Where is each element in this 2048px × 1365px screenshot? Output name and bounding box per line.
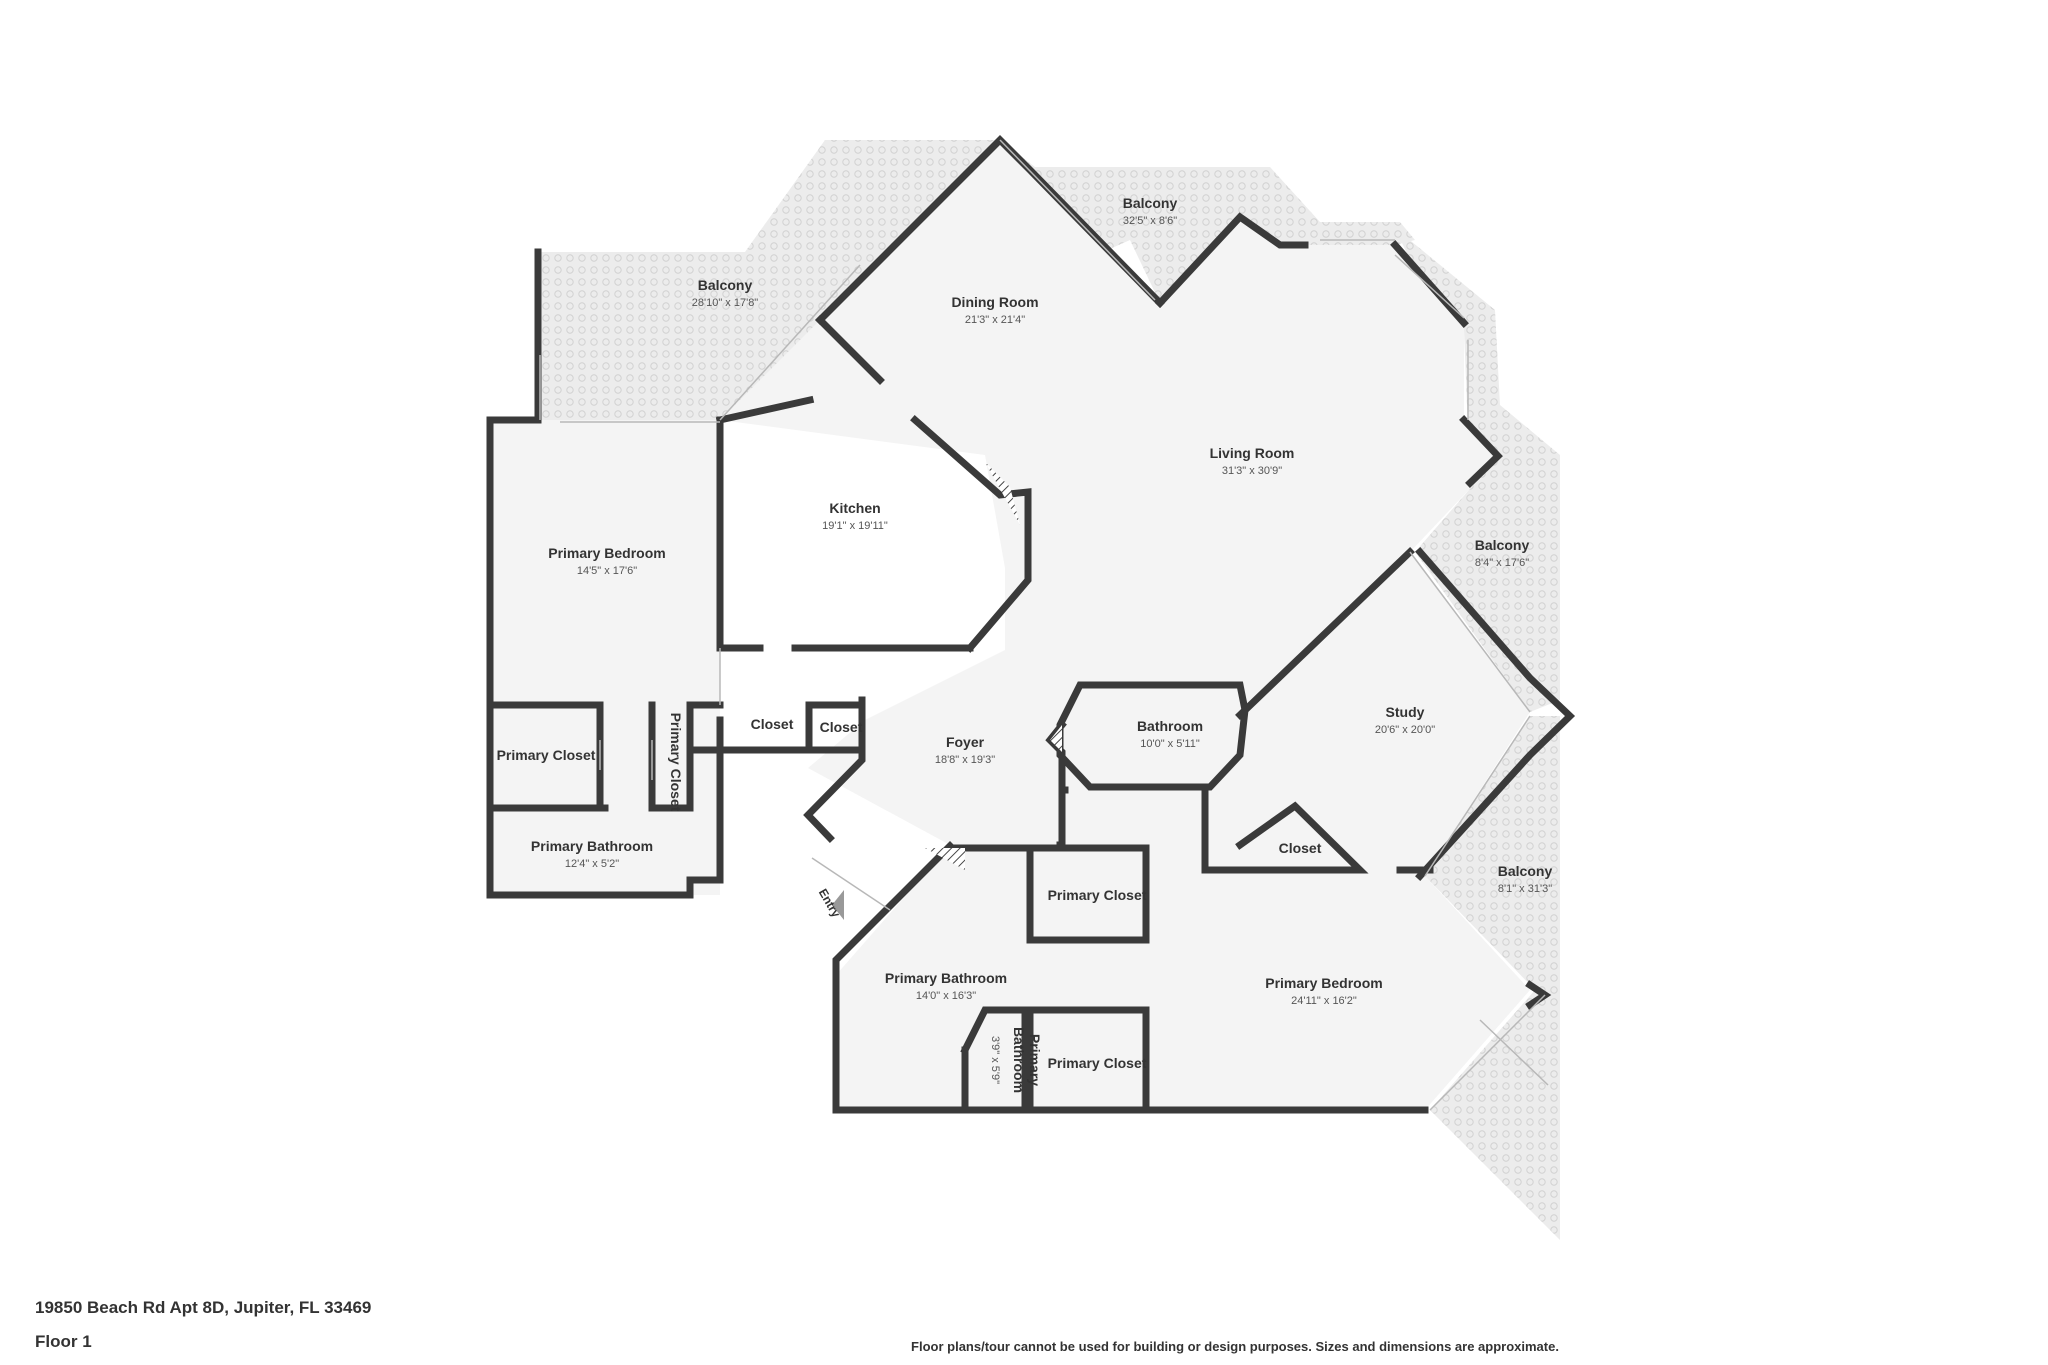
- svg-text:Balcony: Balcony: [1498, 863, 1553, 879]
- exterior-wall-ne2: [1390, 240, 1469, 328]
- svg-text:Kitchen: Kitchen: [829, 500, 880, 516]
- svg-text:Closet: Closet: [820, 719, 863, 735]
- svg-text:Primary Closet: Primary Closet: [1048, 887, 1147, 903]
- room-label-living-room: Living Room 31'3" x 30'9": [1210, 445, 1295, 477]
- exterior-wall-west-top: [486, 248, 724, 899]
- kitchen-wall-diag: [910, 415, 1032, 653]
- entry-arrow-icon: [832, 890, 844, 920]
- foyer-wall-north: [803, 696, 866, 843]
- exterior-wall-kitchen-top: [815, 315, 885, 385]
- svg-text:Primary Bedroom: Primary Bedroom: [1265, 975, 1382, 991]
- small-bath-walls: [960, 1006, 1029, 1114]
- room-label-primary-bathroom-s: Primary Bathroom 14'0" x 16'3": [885, 970, 1007, 1002]
- room-label-balcony-nw: Balcony 28'10" x 17'8": [692, 277, 759, 309]
- svg-text:Foyer: Foyer: [946, 734, 985, 750]
- svg-text:32'5" x 8'6": 32'5" x 8'6": [1123, 215, 1177, 227]
- svg-text:14'5" x 17'6": 14'5" x 17'6": [577, 565, 637, 577]
- svg-text:Primary Closet: Primary Closet: [497, 747, 596, 763]
- room-label-dining-room: Dining Room 21'3" x 21'4": [951, 294, 1038, 326]
- south-bath-hatch: [925, 848, 965, 870]
- floor-label: Floor 1: [35, 1332, 92, 1351]
- svg-text:10'0" x 5'11": 10'0" x 5'11": [1140, 738, 1200, 750]
- room-label-primary-closet-vert: Primary Closet: [668, 713, 684, 812]
- bathroom-hatch: [1050, 725, 1062, 752]
- svg-text:18'8" x 19'3": 18'8" x 19'3": [935, 754, 995, 766]
- svg-text:Primary Bathroom: Primary Bathroom: [885, 970, 1007, 986]
- kitchen-hatch: [985, 462, 1020, 525]
- svg-text:20'6" x 20'0": 20'6" x 20'0": [1375, 724, 1435, 736]
- room-label-closet-1: Closet: [751, 716, 794, 732]
- room-label-primary-bathroom-w: Primary Bathroom 12'4" x 5'2": [531, 838, 653, 870]
- bedroom-w-wall-bottom: [486, 701, 604, 812]
- svg-text:Primary Bedroom: Primary Bedroom: [548, 545, 665, 561]
- room-label-primary-closet-w: Primary Closet: [497, 747, 596, 763]
- exterior-wall-e1: [1459, 415, 1503, 488]
- exterior-wall-south: [832, 841, 1429, 1114]
- svg-text:12'4" x 5'2": 12'4" x 5'2": [565, 858, 619, 870]
- svg-text:Primary: Primary: [1027, 1034, 1043, 1086]
- svg-text:Study: Study: [1386, 704, 1425, 720]
- exterior-wall-kitchen-sw: [715, 395, 815, 425]
- foyer-south-walls: [1056, 786, 1066, 849]
- svg-text:Balcony: Balcony: [698, 277, 753, 293]
- room-label-balcony-se: Balcony 8'1" x 31'3": [1498, 863, 1553, 895]
- svg-text:14'0" x 16'3": 14'0" x 16'3": [916, 990, 976, 1002]
- room-label-balcony-e: Balcony 8'4" x 17'6": [1475, 537, 1530, 569]
- room-label-primary-bedroom-s: Primary Bedroom 24'11" x 16'2": [1265, 975, 1382, 1007]
- exterior-wall-ne: [1155, 212, 1309, 308]
- room-label-closet-2: Closet: [820, 719, 863, 735]
- exterior-wall-e2: [1235, 547, 1415, 720]
- room-label-bathroom: Bathroom 10'0" x 5'11": [1137, 718, 1203, 750]
- property-address: 19850 Beach Rd Apt 8D, Jupiter, FL 33469: [35, 1298, 372, 1317]
- room-label-primary-bedroom-w: Primary Bedroom 14'5" x 17'6": [548, 545, 665, 577]
- balcony-nw-floor: [538, 140, 1000, 420]
- svg-text:Balcony: Balcony: [1475, 537, 1530, 553]
- svg-text:8'4" x 17'6": 8'4" x 17'6": [1475, 557, 1529, 569]
- svg-text:Dining Room: Dining Room: [951, 294, 1038, 310]
- room-label-closet-3: Closet: [1279, 840, 1322, 856]
- svg-text:31'3" x 30'9": 31'3" x 30'9": [1222, 465, 1282, 477]
- closet-3-walls: [1201, 786, 1369, 874]
- room-label-study: Study 20'6" x 20'0": [1375, 704, 1435, 736]
- svg-text:Closet: Closet: [1279, 840, 1322, 856]
- room-label-primary-bathroom-small: Primary Bathroom 3'9" x 5'9": [989, 1027, 1043, 1093]
- disclaimer: Floor plans/tour cannot be used for buil…: [911, 1339, 1559, 1354]
- svg-text:3'9" x 5'9": 3'9" x 5'9": [989, 1036, 1001, 1084]
- primary-closet-s1-walls: [1026, 844, 1150, 944]
- svg-text:Primary Closet: Primary Closet: [1048, 1055, 1147, 1071]
- svg-text:24'11" x 16'2": 24'11" x 16'2": [1291, 995, 1357, 1007]
- room-label-foyer: Foyer 18'8" x 19'3": [935, 734, 995, 766]
- exterior-wall-study: [1415, 547, 1576, 881]
- primary-closet-s2-walls: [1026, 1006, 1150, 1114]
- room-label-primary-closet-s2: Primary Closet: [1048, 1055, 1147, 1071]
- svg-text:28'10" x 17'8": 28'10" x 17'8": [692, 297, 759, 309]
- svg-text:Bathroom: Bathroom: [1011, 1027, 1027, 1093]
- svg-text:21'3" x 21'4": 21'3" x 21'4": [965, 314, 1025, 326]
- west-wing-floor: [490, 420, 720, 895]
- svg-text:Closet: Closet: [751, 716, 794, 732]
- room-label-balcony-n: Balcony 32'5" x 8'6": [1123, 195, 1178, 227]
- balcony-se-floor: [1425, 716, 1560, 1240]
- svg-text:Living Room: Living Room: [1210, 445, 1295, 461]
- room-label-kitchen: Kitchen 19'1" x 19'11": [822, 500, 888, 532]
- svg-text:8'1" x 31'3": 8'1" x 31'3": [1498, 883, 1552, 895]
- svg-text:Primary Closet: Primary Closet: [668, 713, 684, 812]
- room-label-primary-closet-s1: Primary Closet: [1048, 887, 1147, 903]
- balcony-e-floor: [1395, 228, 1560, 712]
- svg-text:Primary Bathroom: Primary Bathroom: [531, 838, 653, 854]
- svg-text:Balcony: Balcony: [1123, 195, 1178, 211]
- svg-text:19'1" x 19'11": 19'1" x 19'11": [822, 520, 888, 532]
- svg-text:Bathroom: Bathroom: [1137, 718, 1203, 734]
